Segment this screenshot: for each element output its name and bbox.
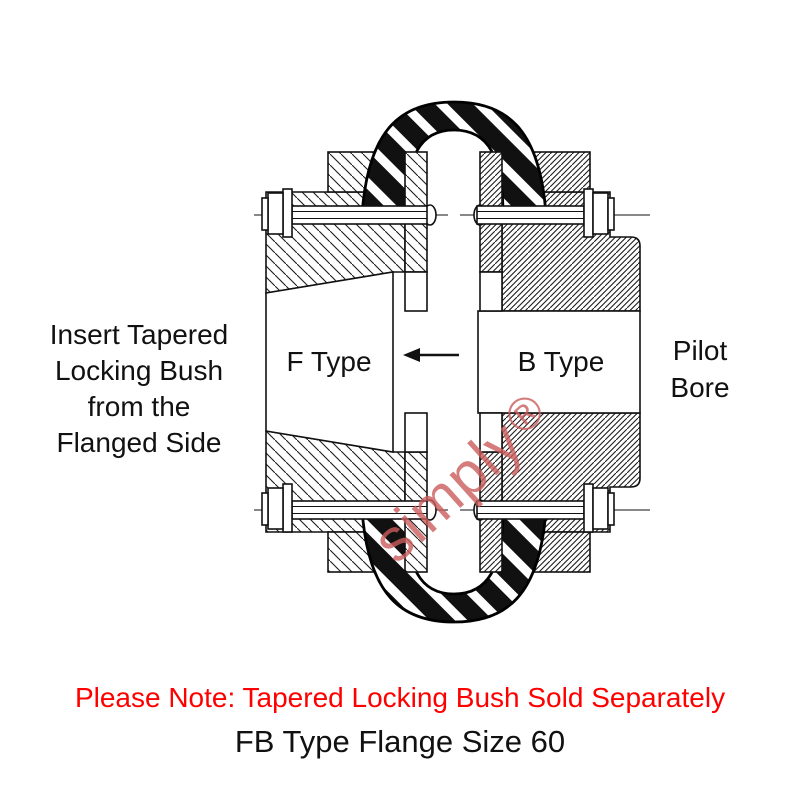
insertion-arrow — [403, 348, 459, 362]
pilot-bore-line: Bore — [670, 372, 730, 403]
product-title: FB Type Flange Size 60 — [234, 724, 566, 759]
f-flange-tab-bottom — [404, 412, 428, 453]
sold-separately-note: Please Note: Tapered Locking Bush Sold S… — [74, 682, 726, 713]
pilot-bore-annotation: Pilot Bore — [650, 332, 750, 406]
b-flange-tab-top — [479, 271, 503, 312]
f-flange-tab-top — [404, 271, 428, 312]
b-hub-pilot-bore — [477, 310, 641, 414]
left-annotation: Insert Tapered Locking Bush from the Fla… — [27, 317, 251, 461]
left-annotation-line: from the — [87, 391, 191, 422]
left-annotation-line: Locking Bush — [54, 355, 224, 386]
flexible-tyre-top — [360, 100, 548, 217]
b-flange-tab-bottom — [479, 412, 503, 453]
f-type-label: F Type — [286, 346, 371, 377]
left-annotation-line: Insert Tapered — [49, 319, 229, 350]
b-type-label: B Type — [518, 346, 605, 377]
left-annotation-line: Flanged Side — [56, 427, 222, 458]
f-hub-tapered-bore — [265, 271, 394, 453]
pilot-bore-line: Pilot — [672, 335, 728, 366]
